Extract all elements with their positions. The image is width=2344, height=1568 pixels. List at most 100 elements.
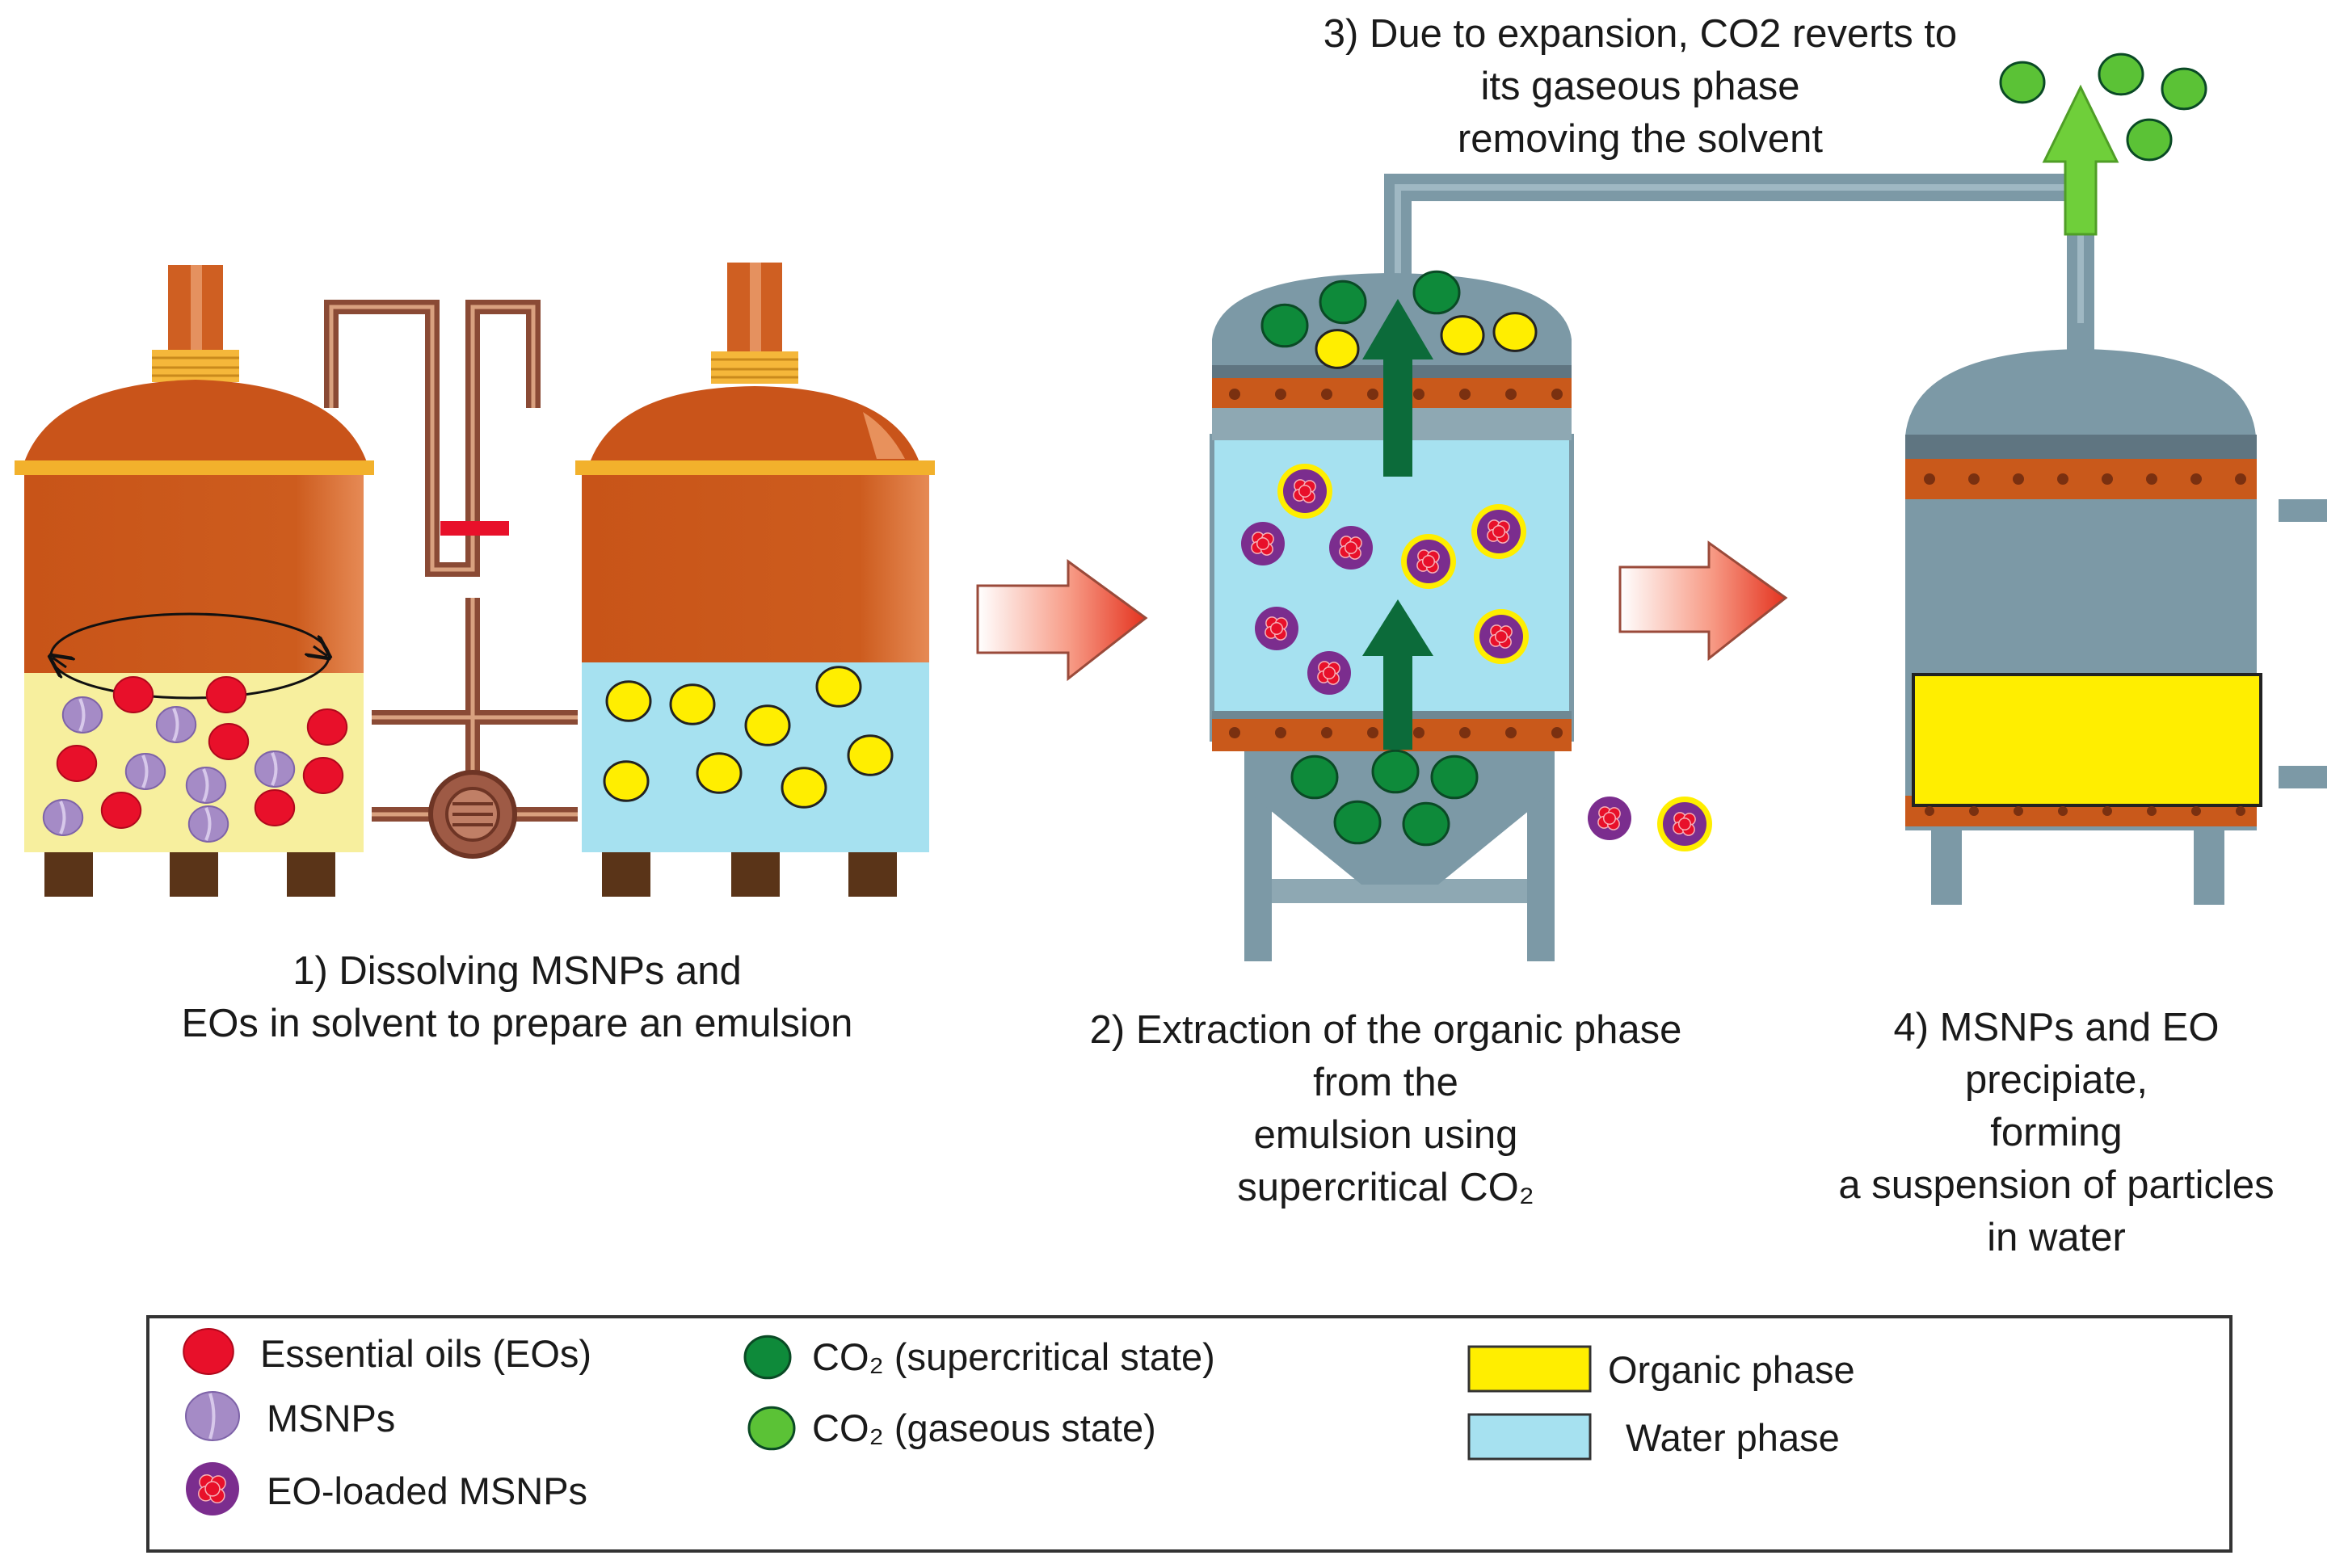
caption-line: EOs in solvent to prepare an emulsion xyxy=(181,1002,853,1045)
organic-solvent-droplet xyxy=(1440,315,1485,355)
essential-oil-droplet xyxy=(306,708,348,746)
msnp-particle xyxy=(254,750,296,788)
eo-loaded-msnp xyxy=(1471,504,1526,559)
eo-loaded-msnp xyxy=(1474,609,1529,664)
bolt xyxy=(2014,806,2023,816)
bolt xyxy=(2058,806,2068,816)
caption-line: from the xyxy=(1313,1061,1458,1104)
legend-water-label: Water phase xyxy=(1626,1416,1840,1459)
bolt xyxy=(1924,473,1935,485)
step1-caption: 1) Dissolving MSNPs and EOs in solvent t… xyxy=(48,945,986,1050)
essential-oil-droplet xyxy=(56,745,98,782)
organic-solvent-droplet xyxy=(781,767,827,809)
eo-loaded-msnp xyxy=(1657,797,1712,851)
bolt xyxy=(1459,727,1471,738)
gaseous-co2-bubbles xyxy=(1999,53,2207,162)
eo-loaded-msnp xyxy=(1329,526,1373,570)
essential-oil-droplet xyxy=(208,723,250,760)
msnp-particle xyxy=(187,805,229,843)
caption-line: 4) MSNPs and EO xyxy=(1893,1006,2220,1049)
connecting-pipes xyxy=(324,300,578,822)
co2-supercritical xyxy=(1430,755,1479,800)
bolt xyxy=(2013,473,2024,485)
legend-eo-label: Essential oils (EOs) xyxy=(260,1332,592,1375)
bolt xyxy=(1505,389,1517,400)
bolt xyxy=(2190,473,2202,485)
bolt xyxy=(1413,389,1424,400)
bolt xyxy=(1321,727,1332,738)
tank-particles xyxy=(42,666,894,843)
caption-line: its gaseous phase xyxy=(1480,65,1800,108)
caption-line: precipiate, xyxy=(1964,1058,2148,1102)
bolt xyxy=(2057,473,2068,485)
essential-oil-droplet xyxy=(100,792,142,829)
organic-solvent-droplet xyxy=(1492,312,1538,352)
eo-loaded-msnp xyxy=(1401,534,1456,589)
essential-oil-droplet xyxy=(254,789,296,826)
co2-supercritical xyxy=(1260,303,1309,348)
bolt xyxy=(1367,727,1378,738)
bolt xyxy=(1551,727,1563,738)
co2-up-arrow-bottom xyxy=(1362,599,1433,750)
bolt xyxy=(2102,806,2112,816)
step3-caption: 3) Due to expansion, CO2 reverts to its … xyxy=(1196,8,2085,166)
bolt xyxy=(1968,473,1980,485)
co2-up-arrow-top xyxy=(1362,299,1433,477)
legend-co2-supercritical-icon xyxy=(743,1335,792,1380)
caption-line: in water xyxy=(1987,1216,2126,1259)
co2-gaseous xyxy=(2098,53,2144,96)
eo-loaded-msnp xyxy=(1307,651,1351,695)
right-tank xyxy=(575,263,935,897)
caption-line: 3) Due to expansion, CO2 reverts to xyxy=(1323,12,1958,56)
caption-line: a suspension of particles xyxy=(1838,1163,2275,1207)
caption-line: supercritical CO₂ xyxy=(1237,1166,1534,1209)
organic-solvent-droplet xyxy=(847,734,894,776)
legend-organic-swatch xyxy=(1467,1345,1592,1393)
flange-bolts xyxy=(1229,389,1563,738)
eo-loaded-msnp xyxy=(1255,607,1298,650)
bolt xyxy=(2235,473,2246,485)
bolt xyxy=(1969,806,1979,816)
vessel-bolts xyxy=(1924,473,2246,816)
eo-loaded-msnp xyxy=(186,1462,239,1515)
step4-caption: 4) MSNPs and EO precipiate, forming a su… xyxy=(1774,1002,2339,1264)
pump xyxy=(428,770,517,859)
co2-gaseous xyxy=(1999,61,2046,104)
bolt xyxy=(2147,806,2157,816)
bolt xyxy=(1459,389,1471,400)
caption-line: emulsion using xyxy=(1253,1113,1518,1157)
bolt xyxy=(2236,806,2245,816)
co2-supercritical xyxy=(1333,800,1382,845)
process-arrow-2 xyxy=(1618,540,1788,662)
organic-solvent-droplet xyxy=(744,704,791,746)
organic-solvent-droplet xyxy=(605,680,652,722)
co2-supercritical xyxy=(1319,280,1367,325)
bolt xyxy=(1551,389,1563,400)
mixing-tanks xyxy=(15,263,935,897)
organic-solvent-droplet xyxy=(1315,329,1360,369)
essential-oil-droplet xyxy=(205,676,247,713)
co2-supercritical xyxy=(1402,801,1450,847)
legend-co2-gaseous-icon xyxy=(747,1406,796,1451)
bolt xyxy=(1367,389,1378,400)
organic-solvent-droplet xyxy=(815,666,862,708)
bolt xyxy=(1925,806,1934,816)
bolt xyxy=(2102,473,2113,485)
msnp-particle xyxy=(124,753,166,790)
msnp-particle xyxy=(155,706,197,743)
bolt xyxy=(1505,727,1517,738)
caption-line: 2) Extraction of the organic phase xyxy=(1089,1008,1682,1052)
bolt xyxy=(2146,473,2157,485)
co2-supercritical xyxy=(1290,755,1339,800)
legend-eo-loaded-label: EO-loaded MSNPs xyxy=(267,1469,588,1512)
extraction-column xyxy=(1210,174,2094,961)
legend-icons xyxy=(183,1328,796,1515)
bolt xyxy=(1275,727,1286,738)
eo-loaded-msnp xyxy=(1241,522,1285,565)
organic-solvent-droplet xyxy=(603,760,650,802)
bolt xyxy=(1321,389,1332,400)
legend-organic-label: Organic phase xyxy=(1608,1348,1855,1391)
bolt xyxy=(1229,389,1240,400)
legend-msnp-label: MSNPs xyxy=(267,1397,396,1440)
